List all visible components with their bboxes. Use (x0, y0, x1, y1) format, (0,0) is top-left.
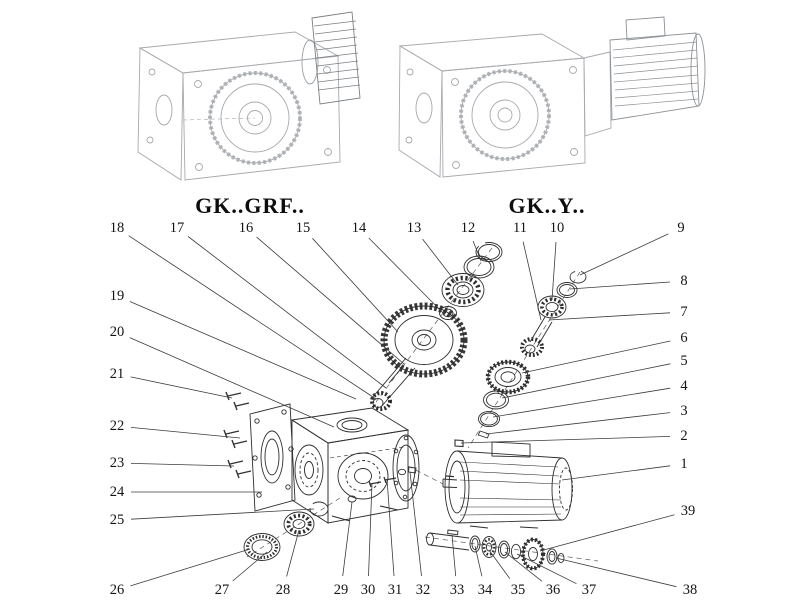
leader-line-17 (187, 236, 387, 389)
callout-35: 35 (510, 581, 526, 598)
leader-line-3 (485, 412, 671, 435)
callout-39: 39 (680, 502, 696, 519)
leader-line-7 (548, 312, 671, 321)
callout-36: 36 (545, 581, 561, 598)
leader-line-21 (130, 376, 233, 399)
leader-line-32 (409, 471, 422, 577)
model-label-y: GK..Y.. (508, 193, 586, 218)
callout-5: 5 (680, 352, 688, 369)
gk-grf-drawing (137, 11, 361, 181)
callout-12: 12 (460, 219, 476, 236)
callout-20: 20 (109, 323, 125, 340)
callout-29: 29 (333, 581, 349, 598)
callout-2: 2 (680, 427, 688, 444)
callout-13: 13 (406, 219, 422, 236)
callout-25: 25 (109, 511, 125, 528)
leader-line-31 (386, 478, 395, 577)
callout-6: 6 (680, 329, 688, 346)
leader-line-10 (551, 241, 557, 301)
upper-bearing (441, 273, 485, 307)
leader-line-36 (504, 551, 543, 582)
leader-line-34 (474, 545, 483, 577)
callout-16: 16 (238, 219, 254, 236)
leader-line-39 (539, 514, 675, 552)
leader-line-27 (232, 551, 268, 582)
output-shaft-assembly (426, 529, 565, 565)
flange-screws (223, 391, 252, 479)
leader-line-9 (579, 233, 669, 276)
leader-line-14 (368, 237, 444, 314)
callout-23: 23 (109, 454, 125, 471)
callout-10: 10 (549, 219, 565, 236)
gear-housing (290, 407, 420, 524)
leader-line-16 (256, 236, 405, 365)
upper-retaining-rings (463, 242, 503, 279)
leader-line-15 (312, 238, 399, 333)
callout-4: 4 (680, 377, 688, 394)
callout-18: 18 (109, 219, 125, 236)
leader-line-4 (492, 387, 671, 418)
callout-3: 3 (680, 402, 688, 419)
leader-line-25 (130, 508, 315, 520)
callout-28: 28 (275, 581, 291, 598)
callout-15: 15 (295, 219, 311, 236)
leader-line-2 (460, 436, 671, 444)
callout-37: 37 (581, 581, 597, 598)
leader-line-29 (342, 501, 353, 577)
leader-line-11 (522, 241, 542, 321)
leader-line-23 (130, 463, 235, 467)
output-gear (521, 537, 545, 571)
callout-8: 8 (680, 272, 688, 289)
callout-31: 31 (387, 581, 403, 598)
leader-line-6 (521, 340, 671, 374)
bevel-gear (485, 359, 531, 395)
gk-y-drawing (398, 16, 706, 178)
leader-line-38 (555, 557, 677, 588)
callout-19: 19 (109, 287, 125, 304)
leader-line-26 (130, 548, 251, 587)
mounting-flange (249, 403, 296, 512)
leader-line-5 (501, 363, 671, 399)
leader-line-1 (561, 465, 671, 481)
leader-line-8 (569, 281, 671, 290)
callout-11: 11 (513, 219, 527, 236)
callout-17: 17 (169, 219, 185, 236)
callout-27: 27 (214, 581, 230, 598)
callout-9: 9 (677, 219, 685, 236)
model-label-grf: GK..GRF.. (195, 193, 305, 218)
intermediate-gear (380, 302, 468, 378)
leader-line-20 (129, 337, 335, 428)
leader-line-18 (128, 235, 377, 400)
callout-26: 26 (109, 581, 125, 598)
callout-1: 1 (680, 455, 688, 472)
assembly-axes (246, 247, 599, 562)
callout-38: 38 (682, 581, 698, 598)
callout-14: 14 (351, 219, 367, 236)
leader-line-30 (368, 482, 373, 577)
callout-7: 7 (680, 303, 688, 320)
electric-motor (442, 439, 573, 529)
lower-bearing-set (243, 501, 329, 561)
callout-32: 32 (415, 581, 431, 598)
leader-line-33 (451, 534, 457, 577)
right-washers (477, 390, 509, 439)
motor-fasteners (347, 466, 417, 503)
input-pinion-assembly (520, 270, 587, 357)
leader-line-22 (130, 427, 241, 439)
output-pinion-shaft (370, 357, 416, 411)
callout-24: 24 (109, 483, 125, 500)
leader-line-13 (422, 238, 459, 286)
callout-21: 21 (109, 365, 125, 382)
callout-34: 34 (477, 581, 493, 598)
callout-30: 30 (360, 581, 376, 598)
callout-33: 33 (449, 581, 465, 598)
leader-line-35 (488, 549, 511, 579)
leader-line-12 (472, 240, 482, 262)
callout-22: 22 (109, 417, 125, 434)
leader-line-37 (516, 553, 577, 585)
leader-line-19 (129, 301, 357, 400)
leader-line-28 (286, 529, 300, 577)
